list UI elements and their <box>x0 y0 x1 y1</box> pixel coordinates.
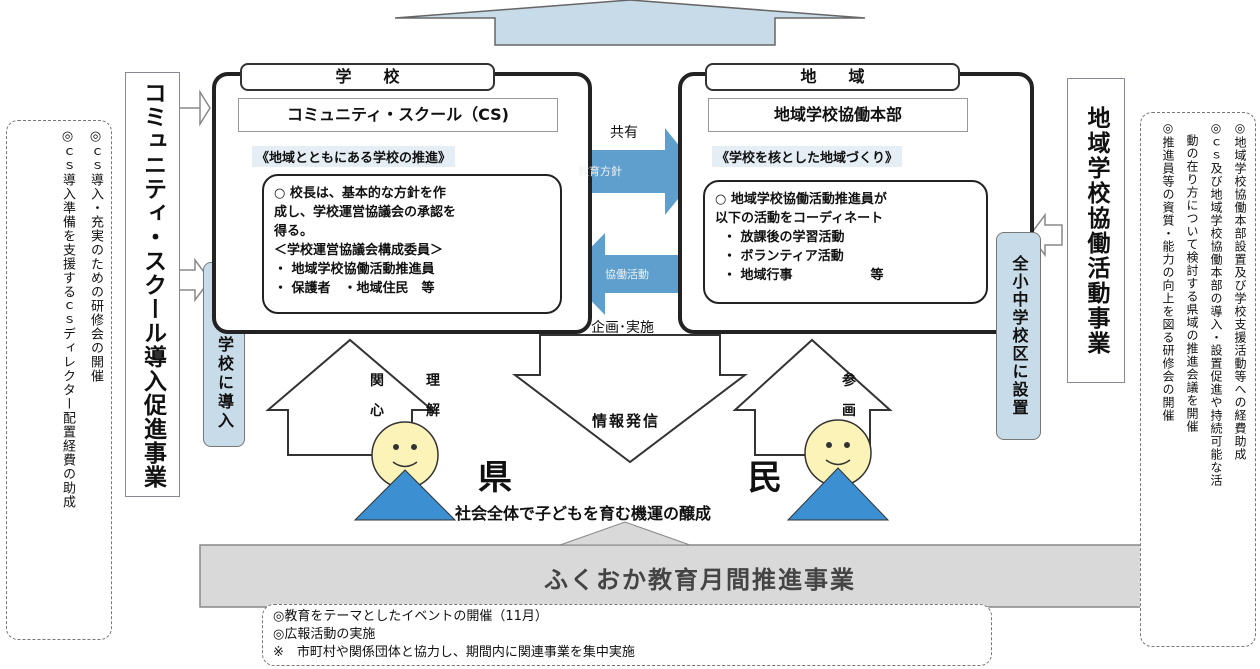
citizens-char: 民 <box>748 458 782 498</box>
bottom-note-1: ◎教育をテーマとしたイベントの開催（11月） <box>273 609 548 624</box>
bottom-project-title: ふくおか教育月間推進事業 <box>544 566 856 594</box>
left-big-arrow <box>180 89 211 127</box>
right-person-body <box>786 467 890 521</box>
community-line-3: ・ 放課後の学習活動 <box>723 230 845 245</box>
right-arrow-label-2: 画 <box>842 403 856 419</box>
right-outer-note: ◎地域学校協働本部設置及び学校支援活動等への経費助成 ◎ｃｓ及び地域学校協働本部… <box>1140 112 1256 647</box>
prefecture-char: 県 <box>478 458 512 498</box>
slogan: 社会全体で子どもを育む機運の醸成 <box>455 504 712 523</box>
right-note-line-2: ◎ｃｓ及び地域学校協働本部の導入・設置促進や持続可能な活 <box>1209 121 1223 487</box>
band-up-arrow <box>559 521 691 546</box>
school-subtitle: 《地域とともにある学校の推進》 <box>252 146 456 167</box>
right-project-title: 地域学校協働活動事業 <box>1083 105 1109 356</box>
school-line-1: ○ 校長は、基本的な方針を作 <box>274 186 446 201</box>
bottom-note-2: ◎広報活動の実施 <box>273 627 376 642</box>
left-project-title: コミュニティ・スクール導入促進事業 <box>139 80 166 489</box>
cooperation-label: 協働活動 <box>605 268 649 281</box>
left-arrow-label-2: 理 <box>426 373 440 389</box>
school-tab: 学 校 <box>240 63 495 91</box>
left-project-box: コミュニティ・スクール導入促進事業 <box>125 72 180 497</box>
right-arrow-label-1: 参 <box>842 373 856 389</box>
info-label: 情報発信 <box>592 412 661 430</box>
left-note-line-2: ◎ｃｓ導入準備を支援するｃｓディレクター配置経費の助成 <box>60 129 75 509</box>
community-subtitle: 《学校を核とした地域づくり》 <box>712 146 903 167</box>
bottom-band <box>199 544 1201 608</box>
center-down-arrow <box>512 334 748 464</box>
cs-title: コミュニティ・スクール（CS) <box>287 105 509 124</box>
left-arrow-label-1: 関 <box>370 373 384 389</box>
school-line-5: ・ 地域学校協働活動推進員 <box>274 262 435 277</box>
school-line-3: 得る。 <box>274 224 314 239</box>
left-arrow-label-3: 心 <box>370 403 384 419</box>
policy-arrow-shape <box>565 128 700 215</box>
community-inner-box: ○ 地域学校協働活動推進員が 以下の活動をコーディネート ・ 放課後の学習活動 … <box>703 180 988 304</box>
plan-label: 企画･実施 <box>591 320 654 336</box>
top-arrow-shape <box>394 0 866 46</box>
cs-title-box: コミュニティ・スクール（CS) <box>238 98 558 132</box>
right-note-line-4: ◎推進員等の資質・能力の向上を図る研修会の開催 <box>1161 121 1175 422</box>
bottom-note-3: ※ 市町村や関係団体と協力し、期間内に関連事業を集中実施 <box>273 645 635 660</box>
school-line-6: ・ 保護者 ・地域住民 等 <box>274 281 435 296</box>
left-hollow-arrow <box>177 257 211 303</box>
right-blue-label: 全小中学校区に設置 <box>996 232 1041 440</box>
community-line-5: ・ 地域行事 等 <box>723 268 884 283</box>
right-note-line-3: 動の在り方について検討する県域の推進会議を開催 <box>1185 121 1199 433</box>
left-note-line-1: ◎ｃｓ導入・充実のための研修会の開催 <box>88 129 103 383</box>
school-line-2: 成し、学校運営協議会の承認を <box>274 205 457 220</box>
community-tab: 地 域 <box>705 63 960 91</box>
left-outer-note: ◎ｃｓ導入・充実のための研修会の開催 ◎ｃｓ導入準備を支援するｃｓディレクター配… <box>6 120 112 640</box>
community-line-4: ・ ボランティア活動 <box>723 249 844 264</box>
right-note-line-1: ◎地域学校協働本部設置及び学校支援活動等への経費助成 <box>1233 121 1247 461</box>
cooperation-arrow-shape <box>565 233 700 315</box>
left-person-body <box>353 469 457 521</box>
share-label: 共有 <box>610 125 638 141</box>
education-policy-label: 教育方針 <box>578 165 622 178</box>
community-line-1: ○ 地域学校協働活動推進員が <box>715 192 887 207</box>
bottom-notes-box: ◎教育をテーマとしたイベントの開催（11月） ◎広報活動の実施 ※ 市町村や関係… <box>262 604 992 666</box>
school-line-4: ＜学校運営協議会構成委員＞ <box>274 243 444 258</box>
left-arrow-label-4: 解 <box>426 403 440 419</box>
community-line-2: 以下の活動をコーディネート <box>715 211 884 226</box>
right-project-box: 地域学校協働活動事業 <box>1067 78 1125 383</box>
community-title: 地域学校協働本部 <box>773 105 902 124</box>
community-title-box: 地域学校協働本部 <box>708 98 968 132</box>
school-inner-box: ○ 校長は、基本的な方針を作 成し、学校運営協議会の承認を 得る。 ＜学校運営協… <box>262 174 562 314</box>
